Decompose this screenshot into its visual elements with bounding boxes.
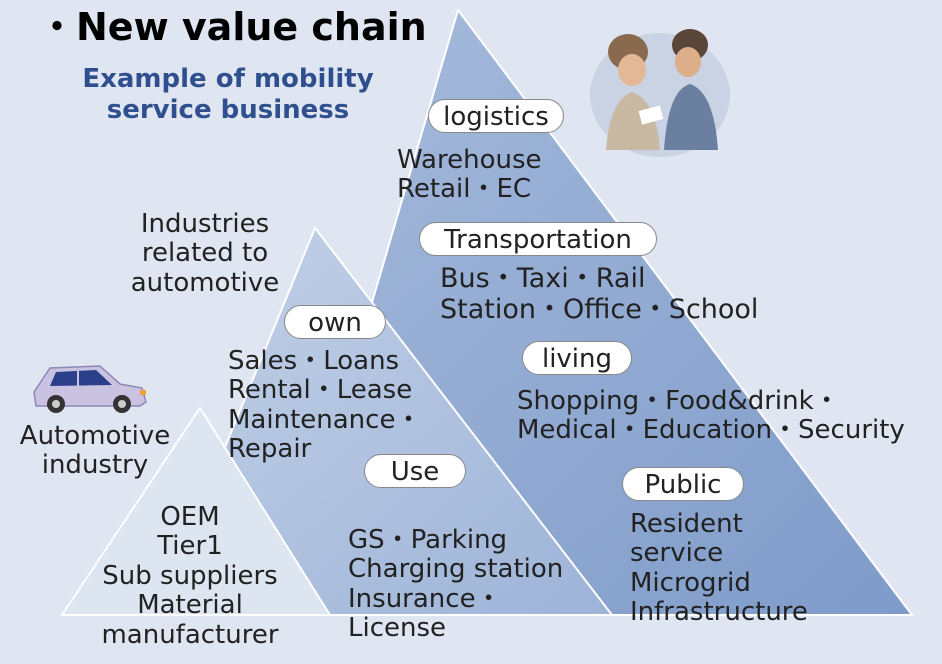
list-item: Sales・Loans bbox=[228, 346, 400, 376]
list-item: Infrastructure bbox=[630, 597, 808, 628]
automotive-list: OEM Tier1 Sub suppliers Material manufac… bbox=[58, 502, 322, 650]
list-item: Sub suppliers bbox=[102, 560, 278, 591]
list-item: Medical・Education・Security bbox=[517, 415, 905, 446]
list-item: License bbox=[348, 613, 447, 644]
list-item: manufacturer bbox=[101, 619, 279, 650]
own-list: Sales・Loans Rental・Lease Maintenance・ Re… bbox=[228, 346, 422, 465]
car-icon bbox=[33, 365, 147, 413]
pill-logistics: logistics bbox=[428, 99, 564, 133]
list-item: Tier1 bbox=[157, 531, 223, 562]
list-item: Bus・Taxi・Rail bbox=[440, 263, 646, 294]
industries-related-label: Industries related to automotive bbox=[100, 209, 310, 298]
list-item: Repair bbox=[228, 434, 312, 465]
automotive-industry-label: Automotive industry bbox=[2, 421, 188, 481]
label-line: related to bbox=[141, 238, 269, 269]
list-item: Microgrid bbox=[630, 567, 751, 598]
list-item: Insurance・ bbox=[348, 583, 502, 614]
pill-use: Use bbox=[364, 454, 466, 488]
subtitle-line-1: Example of mobility bbox=[82, 64, 374, 94]
logistics-list: Warehouse Retail・EC bbox=[397, 145, 542, 205]
subtitle: Example of mobility service business bbox=[58, 64, 398, 126]
label-line: Automotive bbox=[19, 421, 171, 451]
list-item: Material bbox=[137, 590, 243, 621]
living-list: Shopping・Food&drink・ Medical・Education・S… bbox=[517, 386, 905, 446]
list-item: Maintenance・ bbox=[228, 404, 422, 435]
list-item: Station・Office・School bbox=[440, 293, 759, 325]
pill-living: living bbox=[522, 341, 632, 375]
list-item: GS・Parking bbox=[348, 525, 508, 555]
page-title: ・New value chain bbox=[38, 5, 427, 49]
list-item: Rental・Lease bbox=[228, 375, 413, 406]
inner-triangle bbox=[60, 406, 332, 616]
subtitle-line-2: service business bbox=[106, 95, 350, 126]
pill-transportation: Transportation bbox=[419, 222, 657, 256]
list-item: OEM bbox=[160, 502, 220, 532]
use-list: GS・Parking Charging station Insurance・ L… bbox=[348, 525, 564, 644]
list-item: Retail・EC bbox=[397, 174, 532, 205]
list-item: service bbox=[630, 538, 724, 569]
list-item: Shopping・Food&drink・ bbox=[517, 386, 840, 416]
label-line: Industries bbox=[140, 209, 270, 239]
people-photo bbox=[590, 29, 730, 157]
label-line: automotive bbox=[130, 267, 280, 298]
list-item: Resident bbox=[630, 509, 743, 539]
pill-own: own bbox=[284, 305, 386, 339]
label-line: industry bbox=[41, 450, 149, 481]
public-list: Resident service Microgrid Infrastructur… bbox=[630, 509, 808, 628]
list-item: Warehouse bbox=[397, 145, 542, 175]
transportation-list: Bus・Taxi・Rail Station・Office・School bbox=[440, 263, 759, 325]
pill-public: Public bbox=[622, 467, 744, 501]
list-item: Charging station bbox=[348, 554, 564, 585]
